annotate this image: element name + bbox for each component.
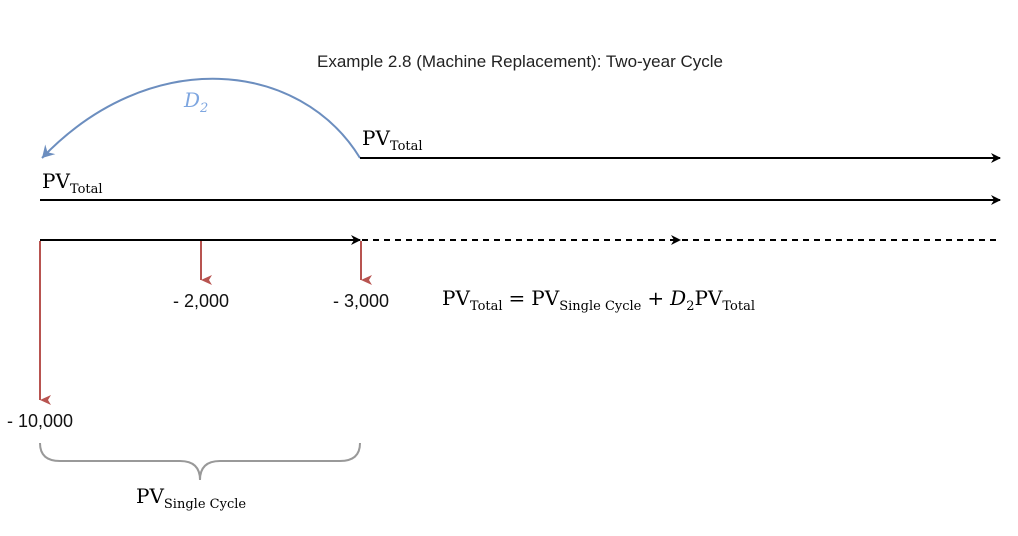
equation-plus: + xyxy=(647,286,664,310)
equation: PVTotal=PVSingle Cycle+D2PVTotal xyxy=(442,286,755,314)
diagram-title: Example 2.8 (Machine Replacement): Two-y… xyxy=(317,52,723,71)
cash-flow-label-year0: - 10,000 xyxy=(7,411,73,431)
discount-arc xyxy=(41,77,361,159)
single-cycle-brace xyxy=(39,442,361,481)
single-cycle-label: PVSingle Cycle xyxy=(136,484,246,512)
equation-lhs: PV xyxy=(442,286,470,310)
cash-flow-label-year1: - 2,000 xyxy=(173,291,229,311)
pv-total-upper-label: PVTotal xyxy=(362,126,423,154)
equation-term2: PV xyxy=(694,286,722,310)
equation-equals: = xyxy=(509,286,526,310)
equation-term1: PV xyxy=(531,286,559,310)
discount-arc-label: D2 xyxy=(183,88,208,116)
equation-discount: D xyxy=(669,286,686,310)
cash-flow-label-year2: - 3,000 xyxy=(333,291,389,311)
pv-total-lower-label: PVTotal xyxy=(42,169,103,197)
